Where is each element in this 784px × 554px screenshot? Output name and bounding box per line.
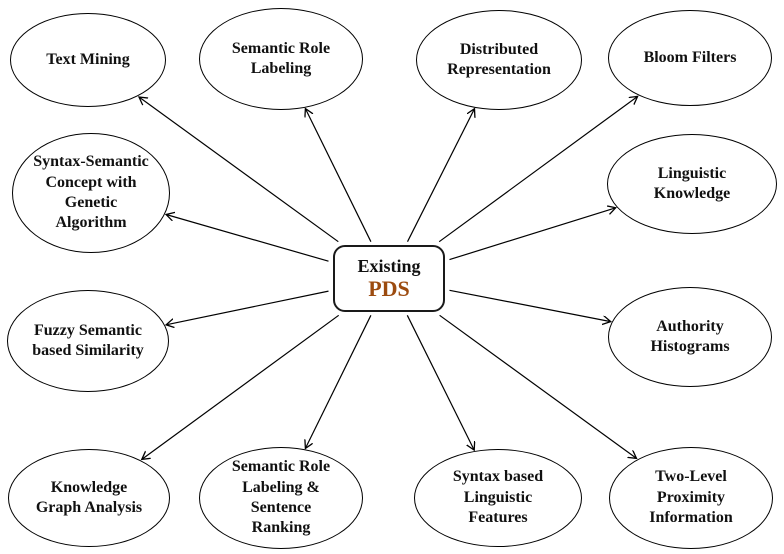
node-label: Distributed Representation [447, 40, 551, 78]
center-node-subtitle: PDS [368, 276, 410, 302]
node-label: Fuzzy Semantic based Similarity [32, 321, 144, 359]
node-label: Bloom Filters [643, 48, 737, 66]
arrow-connector [305, 109, 372, 242]
ellipse-node-semantic-role-labeling: Semantic Role Labeling [199, 8, 363, 110]
ellipse-node-distributed-representation: Distributed Representation [416, 10, 582, 110]
ellipse-node-knowledge-graph-analysis: Knowledge Graph Analysis [8, 449, 170, 547]
arrow-connector [139, 97, 339, 243]
arrow-connector [406, 109, 475, 242]
arrow-connector [166, 215, 329, 262]
arrow-connector [449, 289, 611, 321]
ellipse-node-two-level-proximity-information: Two-Level Proximity Information [609, 447, 773, 549]
arrow-connector [449, 208, 616, 261]
node-label: Syntax-Semantic Concept with Genetic Alg… [33, 153, 149, 232]
arrow-connector [166, 290, 329, 325]
center-node-title: Existing [357, 255, 421, 276]
arrow-connector [406, 315, 474, 450]
node-label: Syntax based Linguistic Features [452, 468, 544, 527]
node-label: Text Mining [46, 50, 130, 68]
ellipse-node-syntax-based-linguistic-features: Syntax based Linguistic Features [414, 449, 582, 547]
arrow-connector [305, 315, 372, 448]
arrow-connector [439, 314, 637, 458]
center-node-existing-pds: Existing PDS [333, 245, 445, 312]
ellipse-node-linguistic-knowledge: Linguistic Knowledge [607, 134, 777, 234]
node-label: Knowledge Graph Analysis [35, 478, 143, 516]
arrow-connector [142, 314, 340, 459]
node-label: Semantic Role Labeling [231, 39, 331, 77]
ellipse-node-authority-histograms: Authority Histograms [608, 287, 772, 387]
node-label: Authority Histograms [650, 317, 730, 355]
ellipse-node-semantic-role-labeling-sentence-ranking: Semantic Role Labeling & Sentence Rankin… [199, 447, 363, 549]
arrow-connector [438, 96, 637, 243]
node-label: Semantic Role Labeling & Sentence Rankin… [231, 458, 331, 537]
ellipse-node-text-mining: Text Mining [10, 13, 166, 107]
ellipse-node-fuzzy-semantic-based-similarity: Fuzzy Semantic based Similarity [7, 290, 169, 392]
ellipse-node-syntax-semantic-concept-with-genetic-algorithm: Syntax-Semantic Concept with Genetic Alg… [12, 133, 170, 253]
node-label: Linguistic Knowledge [653, 164, 731, 202]
node-label: Two-Level Proximity Information [649, 468, 733, 527]
ellipse-node-bloom-filters: Bloom Filters [608, 10, 772, 106]
